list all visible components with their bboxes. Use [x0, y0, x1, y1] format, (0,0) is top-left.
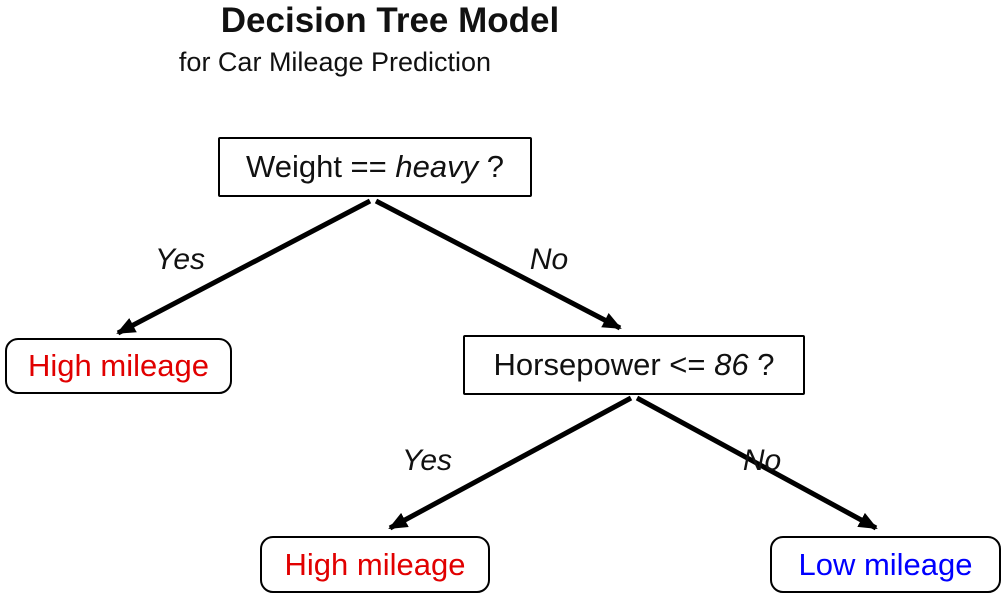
high-mileage-bottom-label: High mileage [284, 546, 466, 582]
node-low-mileage: Low mileage [770, 536, 1001, 593]
weight-question-value: heavy [395, 149, 479, 184]
edge-label-weight-no: No [529, 243, 569, 276]
edge-horsepower-yes-arrow [388, 395, 633, 531]
weight-question-prefix: Weight == [246, 149, 396, 184]
node-weight-question-text: Weight == heavy ? [246, 149, 504, 185]
low-mileage-label: Low mileage [798, 546, 973, 582]
node-high-mileage-bottom: High mileage [260, 536, 490, 593]
edge-label-weight-yes: Yes [154, 243, 206, 276]
diagram-subtitle: for Car Mileage Prediction [178, 47, 492, 77]
node-horsepower-question: Horsepower <= 86 ? [463, 335, 805, 395]
diagram-title: Decision Tree Model [220, 1, 560, 40]
node-horsepower-question-text: Horsepower <= 86 ? [494, 347, 775, 383]
edge-weight-no-arrow [374, 198, 622, 331]
edge-label-horsepower-no: No [742, 444, 782, 477]
horsepower-question-prefix: Horsepower <= [493, 347, 715, 382]
edge-label-horsepower-yes: Yes [401, 444, 453, 477]
edge-weight-yes-arrow [116, 198, 372, 336]
high-mileage-left-label: High mileage [28, 348, 209, 383]
node-high-mileage-left: High mileage [5, 338, 232, 394]
horsepower-question-suffix: ? [748, 347, 775, 382]
horsepower-question-value: 86 [714, 347, 749, 382]
node-weight-question: Weight == heavy ? [218, 137, 532, 197]
edge-horsepower-no-arrow [635, 395, 878, 531]
weight-question-suffix: ? [478, 149, 504, 184]
